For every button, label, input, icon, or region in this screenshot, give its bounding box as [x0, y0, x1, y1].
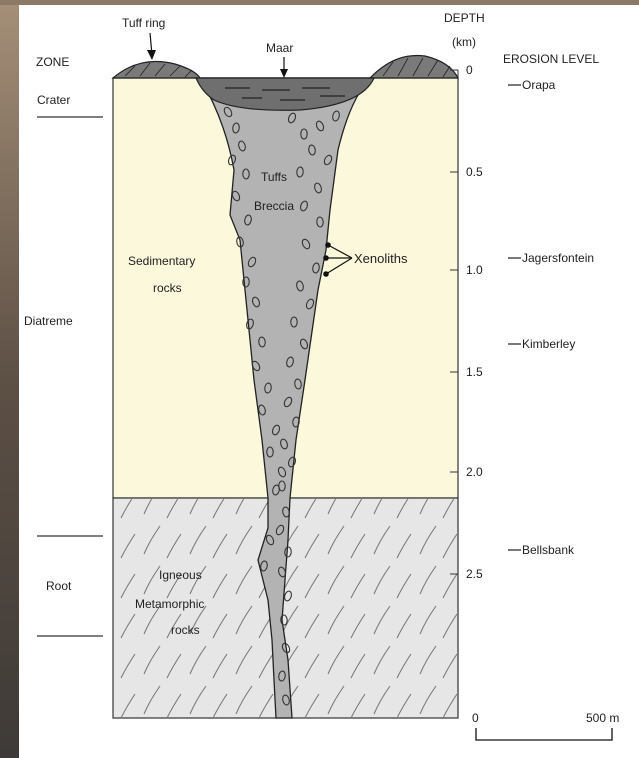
zone-diatreme: Diatreme [24, 314, 73, 328]
depth-unit-header: (km) [452, 35, 476, 49]
erosion-level-jagersfontein: Jagersfontein [522, 251, 594, 265]
sedimentary-label-1: Sedimentary [128, 254, 195, 268]
scale-bar [476, 728, 612, 740]
igneous-label-1: Igneous [159, 568, 202, 582]
breccia-label: Breccia [254, 199, 294, 213]
erosion-level-header: EROSION LEVEL [503, 52, 599, 66]
depth-tick-label: 2.0 [466, 465, 483, 479]
left-frame-border [0, 0, 19, 758]
depth-tick-label: 1.5 [466, 365, 483, 379]
zone-dividers [37, 117, 103, 636]
top-frame-border [0, 0, 639, 5]
erosion-level-kimberley: Kimberley [522, 337, 575, 351]
erosion-level-orapa: Orapa [522, 78, 556, 92]
depth-tick-label: 1.0 [466, 263, 483, 277]
zone-crater: Crater [37, 93, 70, 107]
tuff-ring-label: Tuff ring [122, 16, 165, 30]
tuff-ring-arrowhead [147, 50, 156, 60]
depth-tick-label: 2.5 [466, 567, 483, 581]
tuffs-label: Tuffs [261, 170, 287, 184]
igneous-label-2: Metamorphic [135, 597, 204, 611]
zone-root: Root [46, 579, 72, 593]
scale-bar-end-label: 500 m [586, 711, 619, 725]
maar-arrowhead [280, 69, 288, 78]
maar-label: Maar [266, 41, 293, 55]
depth-tick-label: 0 [466, 63, 473, 77]
zone-header: ZONE [36, 55, 69, 69]
sedimentary-label-2: rocks [153, 281, 182, 295]
xenoliths-label: Xenoliths [354, 251, 408, 266]
depth-tick-label: 0.5 [466, 165, 483, 179]
erosion-level-bellsbank: Bellsbank [522, 543, 575, 557]
depth-header: DEPTH [444, 11, 485, 25]
scale-bar-start-label: 0 [472, 711, 479, 725]
erosion-level-dashes [508, 85, 521, 550]
igneous-label-3: rocks [171, 623, 200, 637]
